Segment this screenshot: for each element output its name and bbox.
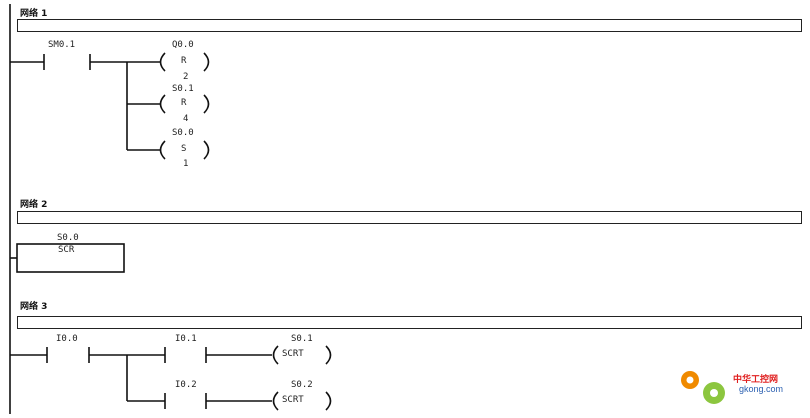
network-3-title: 网络 3 [20,302,48,312]
network-2-comment-field[interactable] [17,211,802,224]
network-1-comment-field[interactable] [17,19,802,32]
gear-icon [681,371,725,404]
coil-q0-0 [159,52,166,72]
coil-address: S0.1 [291,334,313,344]
coil-s0-1 [159,94,166,114]
network-1-rungs [10,52,210,160]
coil-instruction: SCRT [282,349,304,359]
contact-label: SM0.1 [48,40,76,50]
watermark-url: gkong.com [739,384,784,394]
contact-label: I0.0 [56,334,78,344]
coil-count: 4 [183,114,189,124]
contact-label: I0.1 [175,334,197,344]
coil-address: S0.1 [172,84,194,94]
coil-s0-2-scrt [272,391,279,411]
scr-box-address: S0.0 [57,233,79,243]
coil-count: 2 [183,72,189,82]
coil-address: S0.2 [291,380,313,390]
coil-s0-0 [159,140,166,160]
network-3-rungs [10,345,332,411]
coil-instruction: R [181,56,187,66]
network-1-title: 网络 1 [20,9,48,19]
coil-address: S0.0 [172,128,194,138]
coil-instruction: R [181,98,187,108]
coil-count: 1 [183,159,189,169]
coil-instruction: S [181,144,187,154]
contact-label: I0.2 [175,380,197,390]
network-3-comment-field[interactable] [17,316,802,329]
network-2-title: 网络 2 [20,200,48,210]
coil-address: Q0.0 [172,40,194,50]
network-2-rungs [10,243,125,273]
coil-instruction: SCRT [282,395,304,405]
watermark-text: 中华工控网 [733,374,779,384]
scr-box-label: SCR [58,245,75,255]
coil-s0-1-scrt [272,345,279,365]
